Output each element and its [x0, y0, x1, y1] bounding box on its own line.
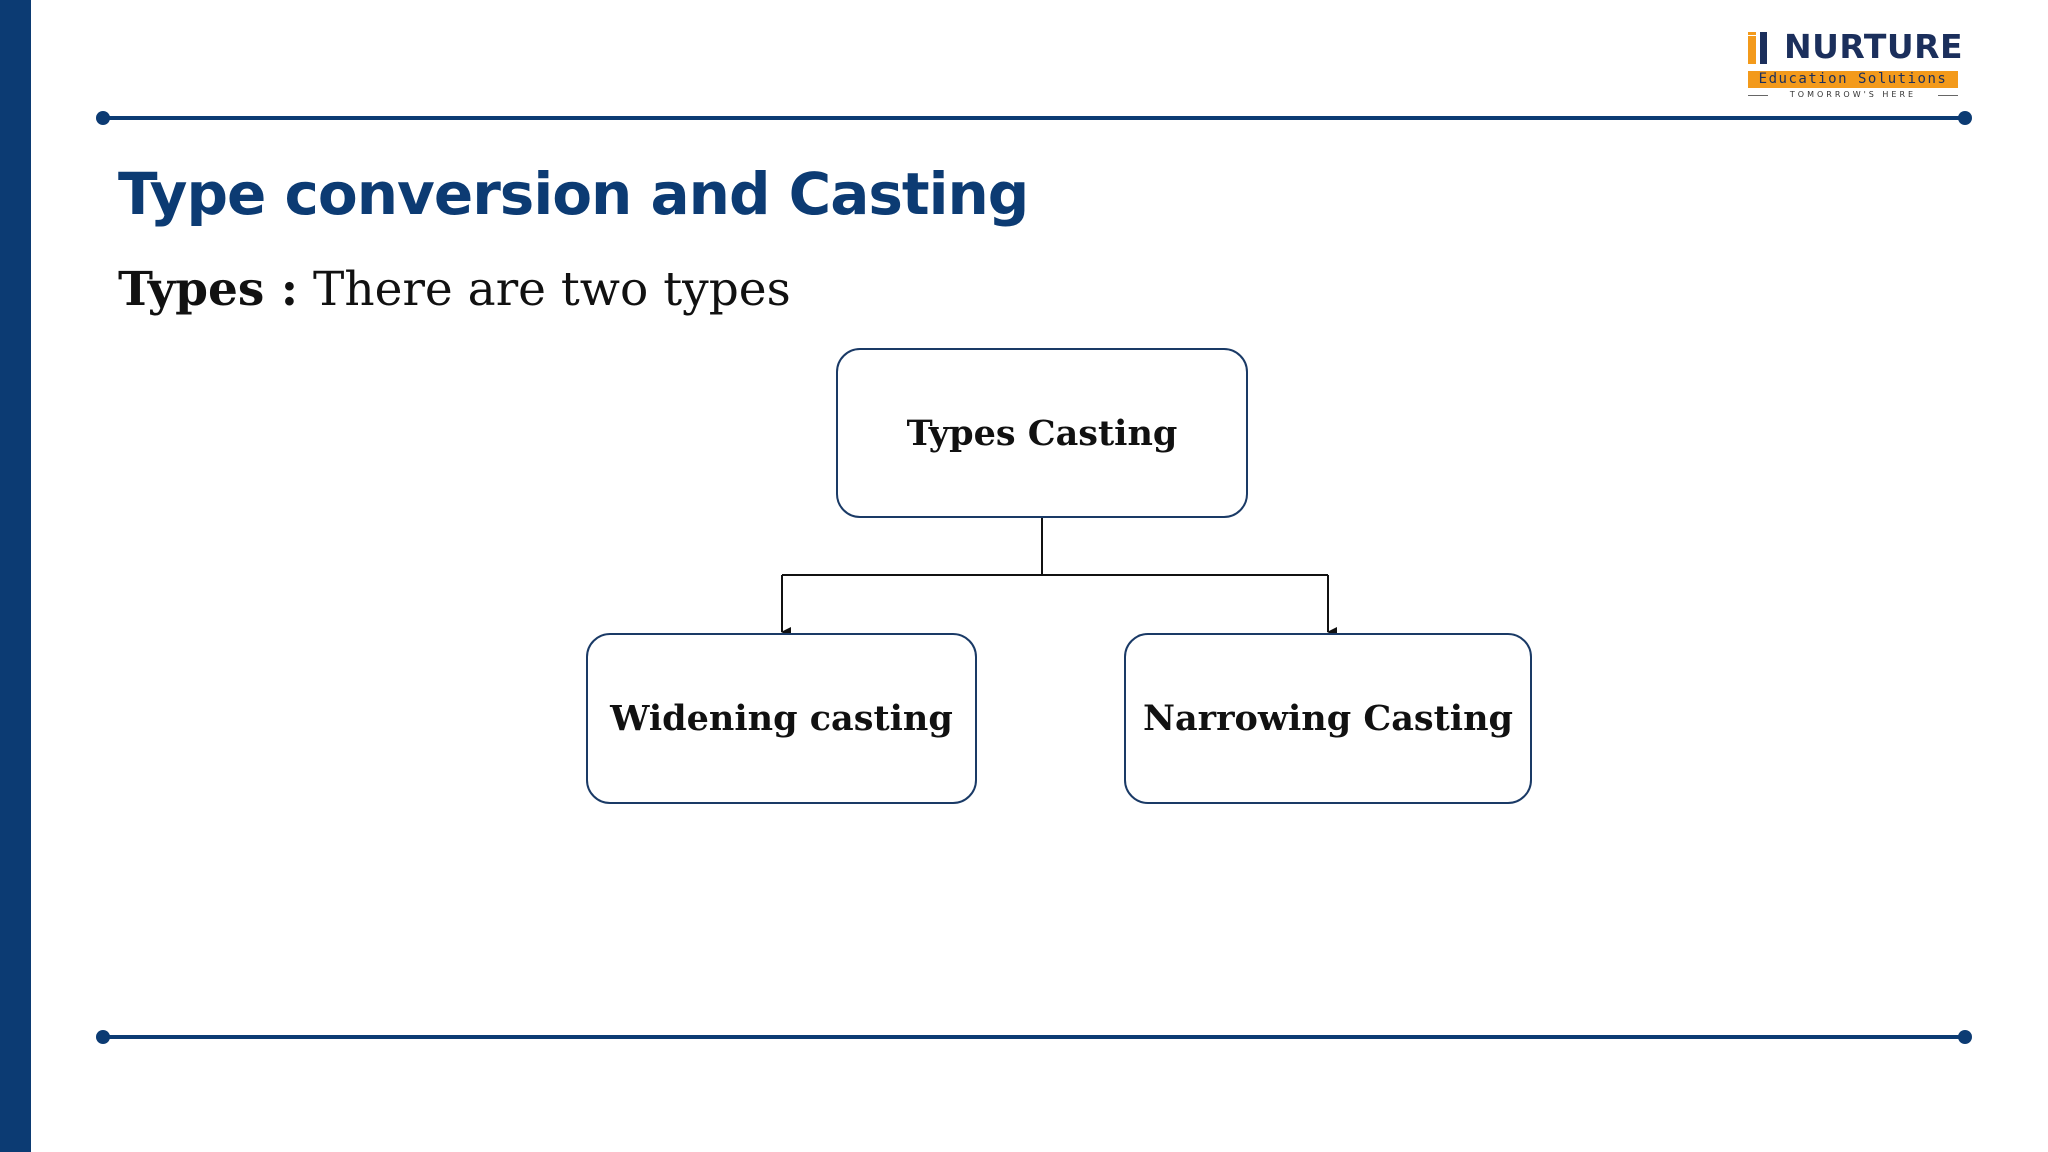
types-intro-text: There are two types — [313, 262, 791, 317]
left-accent-bar — [0, 0, 31, 1152]
node-widening-casting: Widening casting — [586, 633, 977, 804]
logo-wordmark: NURTURE — [1784, 27, 1964, 66]
types-intro-label: Types : — [118, 262, 299, 317]
node-label: Narrowing Casting — [1142, 698, 1514, 739]
logo-tagline: TOMORROW'S HERE — [1748, 89, 1958, 101]
types-intro: Types : There are two types — [118, 262, 791, 317]
node-label: Widening casting — [610, 698, 953, 739]
logo-subtitle: Education Solutions — [1748, 71, 1958, 88]
node-types-casting: Types Casting — [836, 348, 1248, 518]
node-narrowing-casting: Narrowing Casting — [1124, 633, 1532, 804]
top-divider — [96, 111, 1972, 125]
inurture-logo: NURTURE Education Solutions TOMORROW'S H… — [1748, 27, 1963, 102]
slide-title: Type conversion and Casting — [118, 160, 1029, 228]
logo-mark-icon — [1748, 32, 1767, 64]
bottom-divider — [96, 1030, 1972, 1044]
node-label: Types Casting — [906, 412, 1178, 454]
